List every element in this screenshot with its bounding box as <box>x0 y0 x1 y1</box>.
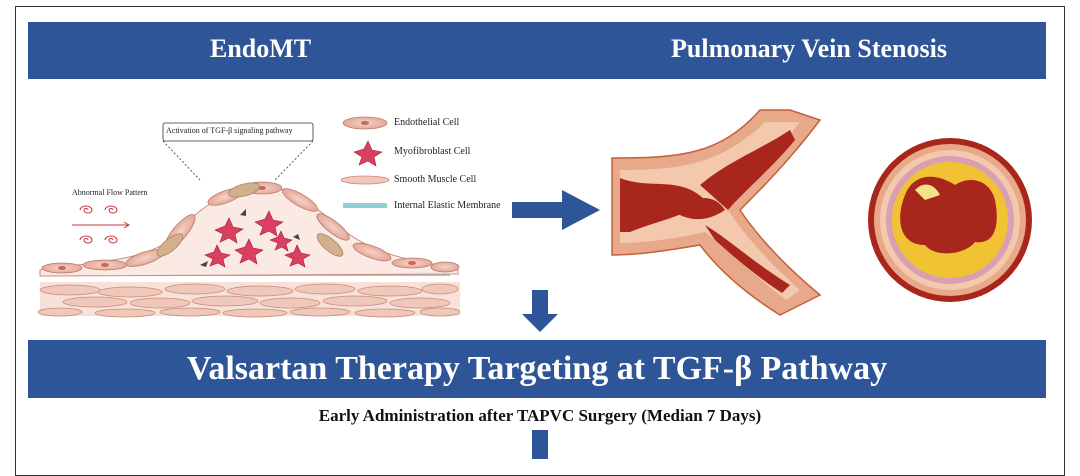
flow-swirl-icon <box>72 205 130 244</box>
legend-myofibroblast-label: Myofibroblast Cell <box>394 146 471 157</box>
endomt-title: EndoMT <box>210 34 312 63</box>
vein-cross-section <box>868 138 1032 302</box>
down-arrow-icon <box>522 290 558 332</box>
endothelial-layer <box>39 181 460 277</box>
right-arrow-icon <box>512 190 600 230</box>
migration-arrows <box>200 209 300 267</box>
smooth-muscle-cell-icon <box>340 175 390 185</box>
flow-label: Abnormal Flow Pattern <box>72 188 148 197</box>
elastic-membrane-icon <box>343 203 387 208</box>
therapy-subtitle: Early Administration after TAPVC Surgery… <box>318 406 762 425</box>
down-arrow-icon-2 <box>532 430 548 459</box>
therapy-banner: Valsartan Therapy Targeting at TGF-β Pat… <box>28 340 1046 398</box>
smooth-muscle-layer <box>37 282 461 318</box>
callout-label: Activation of TGF-β signaling pathway <box>166 126 293 135</box>
legend-icons <box>340 116 390 208</box>
tgf-callout <box>162 122 314 181</box>
illustration <box>37 109 1032 459</box>
legend-membrane-label: Internal Elastic Membrane <box>394 200 501 211</box>
myofibroblast-cluster <box>204 210 311 268</box>
legend-smooth-muscle-label: Smooth Muscle Cell <box>394 174 477 185</box>
therapy-title: Valsartan Therapy Targeting at TGF-β Pat… <box>186 350 888 387</box>
legend-endothelial-label: Endothelial Cell <box>394 117 460 128</box>
pvs-title: Pulmonary Vein Stenosis <box>671 34 947 63</box>
vein-bifurcation <box>611 109 822 316</box>
top-banner: EndoMT Pulmonary Vein Stenosis <box>28 22 1046 79</box>
myofibroblast-cell-icon <box>353 140 383 167</box>
